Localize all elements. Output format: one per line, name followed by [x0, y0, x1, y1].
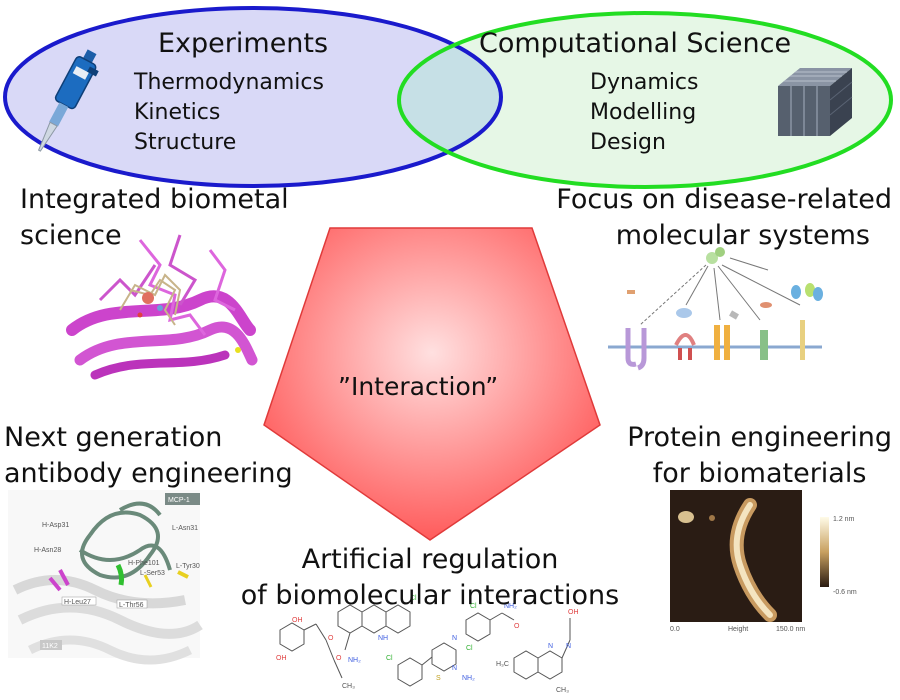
svg-text:CH₃: CH₃ — [342, 683, 355, 690]
svg-text:N: N — [548, 643, 553, 650]
topic-protein: Protein engineering for biomaterials — [627, 420, 892, 492]
computational-items: Dynamics Modelling Design — [590, 68, 699, 158]
svg-text:-0.6 nm: -0.6 nm — [833, 589, 857, 596]
topic-line: science — [20, 220, 122, 251]
svg-text:N: N — [452, 635, 457, 642]
svg-text:NH₂: NH₂ — [348, 657, 361, 664]
svg-text:Cl: Cl — [470, 603, 477, 610]
svg-text:NH₂: NH₂ — [462, 675, 475, 682]
svg-text:H-Phe101: H-Phe101 — [128, 560, 160, 567]
computational-title: Computational Science — [479, 28, 792, 59]
computational-item: Modelling — [590, 100, 697, 125]
experiments-item: Structure — [134, 130, 237, 155]
svg-text:0.0: 0.0 — [670, 626, 680, 633]
svg-text:O: O — [328, 635, 334, 642]
svg-text:NH₂: NH₂ — [504, 603, 517, 610]
svg-text:Cl: Cl — [410, 595, 417, 602]
supercomputer-icon — [778, 68, 853, 136]
svg-text:OH: OH — [292, 617, 303, 624]
chemical-atom-labels: OH OH O CH₃ O NH₂ NH Cl Cl N N S NH₂ Cl … — [276, 595, 579, 694]
antibody-structure-image: MCP-1 H-Asp31 H-Asn28 H-Leu27 H-Phe101 L… — [8, 490, 203, 665]
svg-text:H-Asn28: H-Asn28 — [34, 547, 61, 554]
experiments-items: Thermodynamics Kinetics Structure — [134, 68, 324, 158]
pipette-icon — [37, 49, 99, 152]
svg-text:O: O — [336, 655, 342, 662]
svg-text:S: S — [436, 675, 441, 682]
experiments-item: Thermodynamics — [134, 70, 324, 95]
svg-text:OH: OH — [568, 609, 579, 616]
svg-text:L-Tyr30: L-Tyr30 — [176, 563, 200, 570]
svg-text:Height: Height — [728, 626, 748, 633]
experiments-outline — [3, 6, 503, 188]
topic-line: Protein engineering — [627, 422, 892, 453]
svg-text:Cl: Cl — [466, 645, 473, 652]
topic-line: antibody engineering — [4, 458, 293, 489]
svg-text:L-Asn31: L-Asn31 — [172, 525, 198, 532]
topic-line: of biomolecular interactions — [240, 580, 620, 611]
topic-regulation: Artificial regulation of biomolecular in… — [210, 542, 650, 614]
svg-text:H-Asp31: H-Asp31 — [42, 522, 69, 529]
experiments-title: Experiments — [158, 28, 329, 59]
topic-line: Focus on disease-related — [556, 184, 892, 215]
afm-height-image: 1.2 nm -0.6 nm 0.0 Height 150.0 nm — [670, 490, 857, 633]
svg-text:N: N — [566, 643, 571, 650]
topic-line: Next generation — [4, 422, 223, 453]
interaction-label: ”Interaction” — [338, 372, 499, 401]
chemical-structures — [279, 604, 571, 687]
topic-line: Artificial regulation — [301, 544, 559, 575]
topic-antibody: Next generation antibody engineering — [4, 420, 293, 492]
svg-text:H-Leu27: H-Leu27 — [64, 599, 91, 606]
biometal-protein-image — [66, 234, 258, 380]
svg-text:150.0 nm: 150.0 nm — [776, 626, 805, 633]
svg-text:11K2: 11K2 — [42, 643, 58, 650]
topic-biometal: Integrated biometal science — [20, 182, 289, 254]
topic-line: for biomaterials — [652, 458, 867, 489]
svg-text:O: O — [514, 623, 520, 630]
topic-disease: Focus on disease-related molecular syste… — [556, 182, 892, 254]
svg-text:1.2 nm: 1.2 nm — [833, 516, 855, 523]
svg-text:CH₃: CH₃ — [556, 687, 569, 694]
svg-text:NH: NH — [378, 635, 388, 642]
computational-item: Dynamics — [590, 70, 699, 95]
afm-colorbar — [820, 517, 829, 587]
svg-text:Cl: Cl — [386, 655, 393, 662]
experiments-ellipse — [5, 8, 501, 186]
svg-text:MCP-1: MCP-1 — [168, 497, 190, 504]
svg-text:OH: OH — [276, 655, 287, 662]
topic-line: molecular systems — [615, 220, 870, 251]
interaction-pentagon — [263, 227, 601, 541]
computational-item: Design — [590, 130, 666, 155]
svg-text:L-Ser53: L-Ser53 — [140, 570, 165, 577]
computational-outline — [397, 11, 893, 189]
topic-line: Integrated biometal — [20, 184, 289, 215]
svg-text:H₃C: H₃C — [496, 661, 509, 668]
svg-text:L-Thr56: L-Thr56 — [119, 602, 144, 609]
computational-ellipse — [399, 13, 891, 187]
svg-text:N: N — [452, 665, 457, 672]
disease-membrane-diagram — [608, 247, 823, 371]
experiments-item: Kinetics — [134, 100, 221, 125]
